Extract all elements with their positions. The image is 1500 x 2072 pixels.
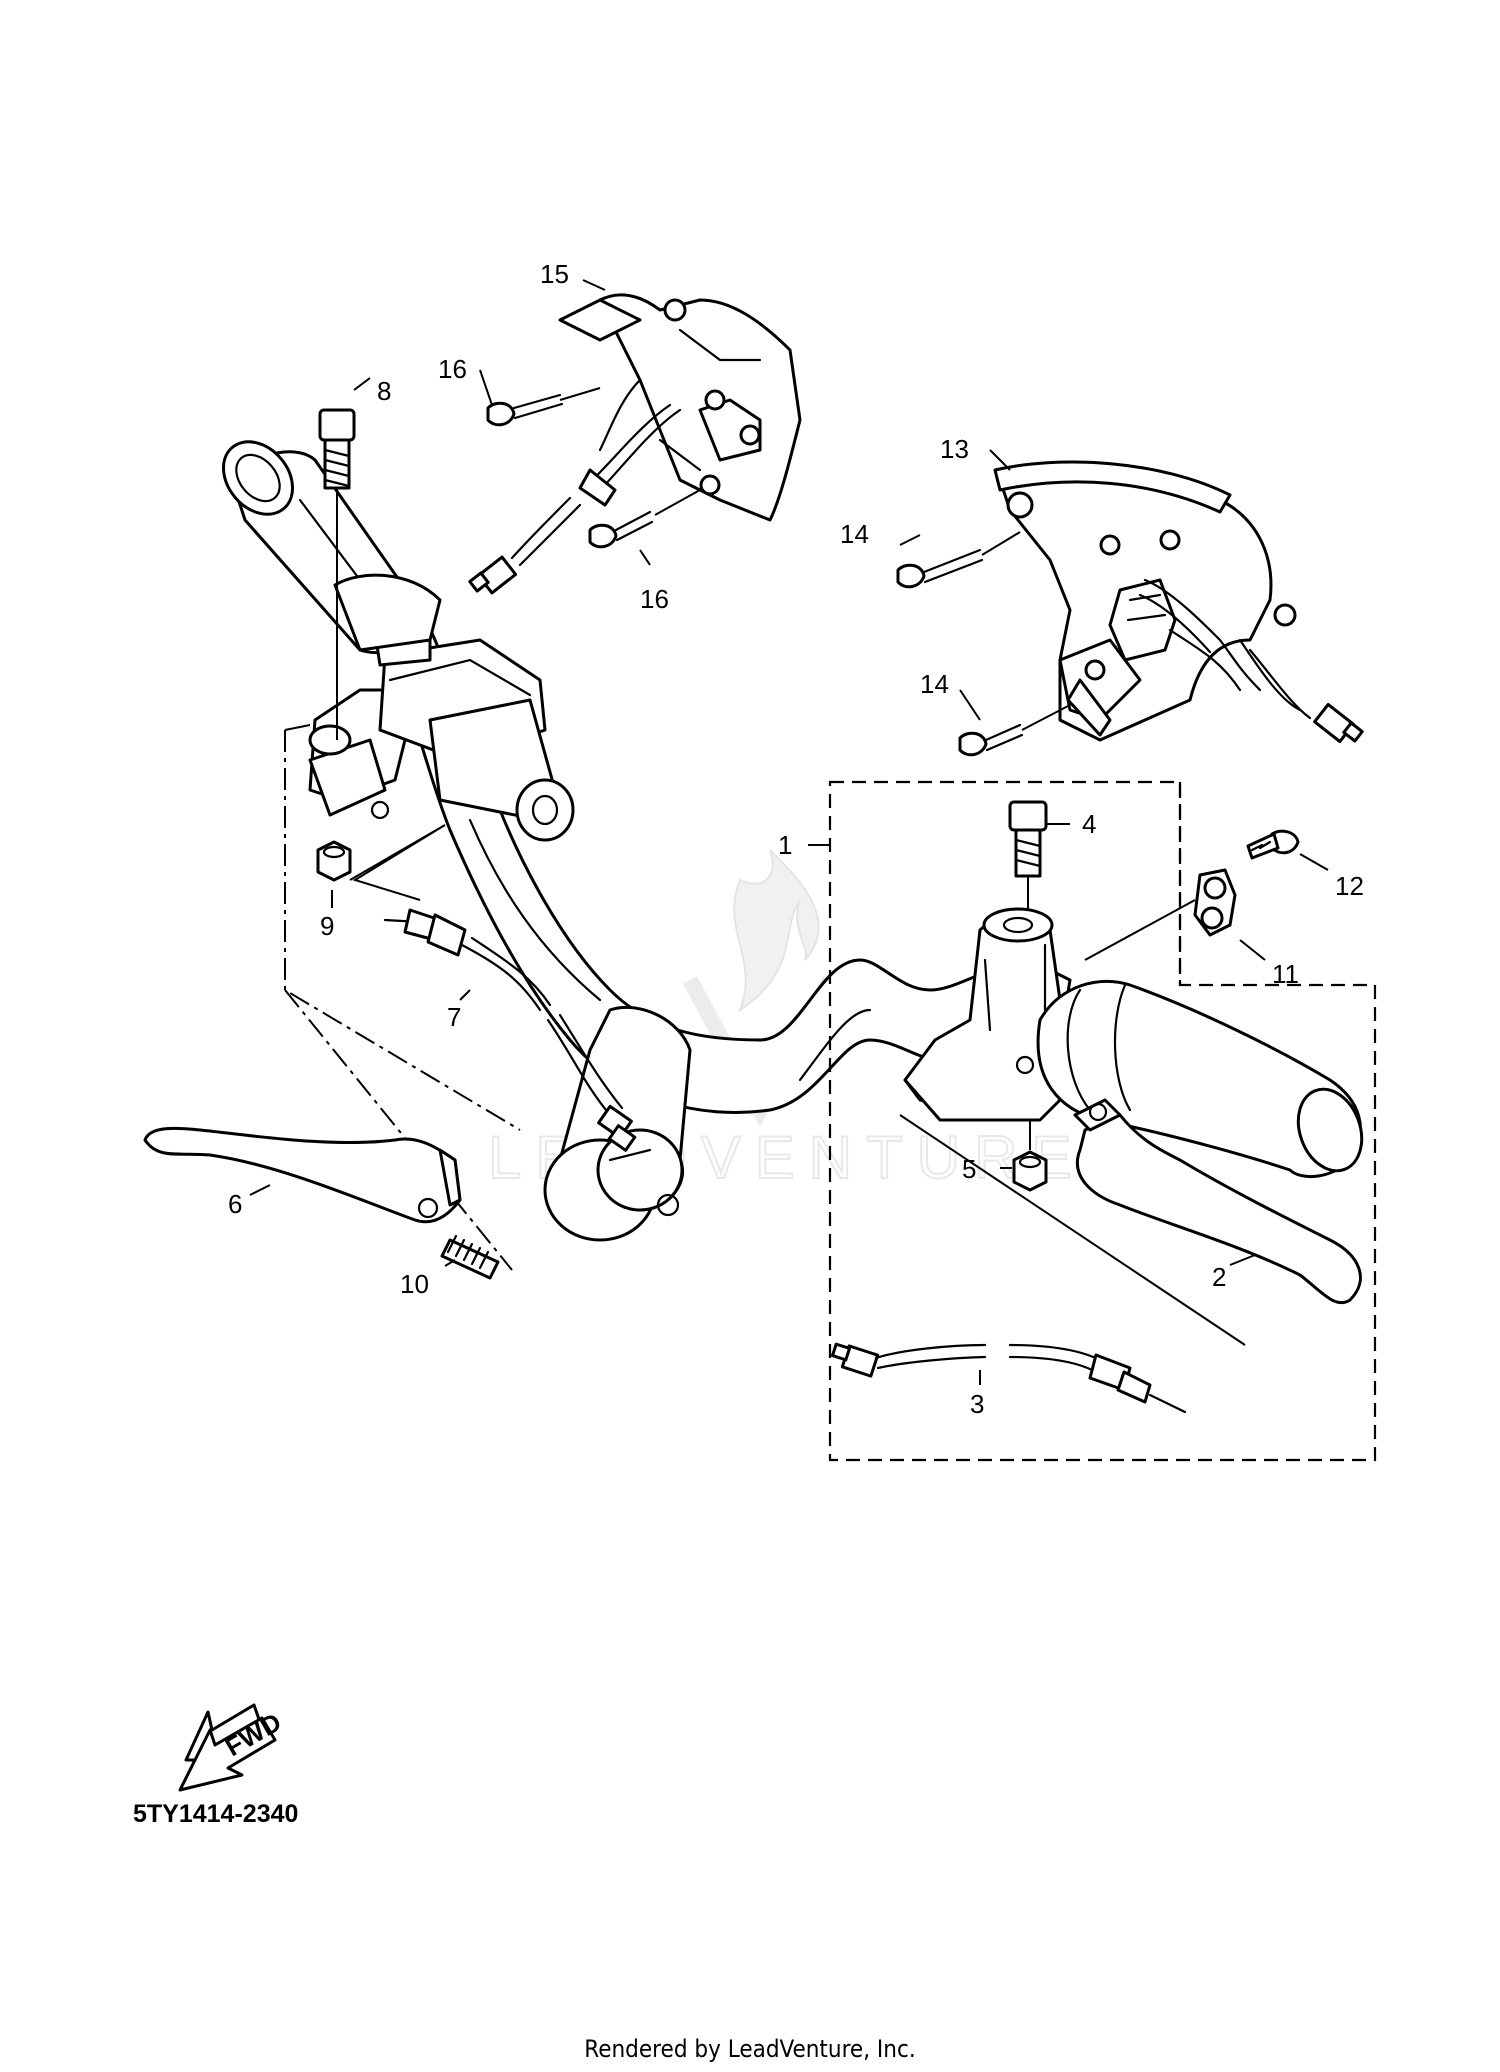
callout-2: 2 <box>1212 1262 1226 1292</box>
brake-lever-2 <box>1073 1098 1362 1305</box>
callout-7: 7 <box>447 1002 461 1032</box>
right-lever-bracket <box>903 907 1072 1122</box>
screw-14-upper <box>896 531 1021 589</box>
callout-16-lower: 16 <box>640 584 669 614</box>
right-lower-switch-wire <box>1138 578 1364 744</box>
diagram-code: 5TY1414-2340 <box>133 1800 298 1828</box>
holder-11-leaders <box>1084 782 1196 985</box>
screw-16-lower <box>588 489 701 549</box>
right-upper-switch-housing-15 <box>558 293 802 522</box>
front-brake-switch-3 <box>830 1342 1187 1414</box>
callout-8: 8 <box>377 376 391 406</box>
bolt-8 <box>318 408 356 740</box>
callout-14-lower: 14 <box>920 669 949 699</box>
master-cylinder <box>308 573 575 842</box>
nut-5 <box>1012 1120 1048 1192</box>
bolt-4 <box>1008 800 1048 1060</box>
callout-9: 9 <box>320 911 334 941</box>
spring-10 <box>440 1234 500 1280</box>
callout-13: 13 <box>940 434 969 464</box>
right-upper-switch-wire <box>468 403 682 595</box>
callout-3: 3 <box>970 1389 984 1419</box>
bolt-12 <box>1246 829 1300 860</box>
nut-9 <box>316 840 352 882</box>
callout-10: 10 <box>400 1269 429 1299</box>
fwd-arrow-icon: FWD <box>178 1703 286 1792</box>
left-assembly-guide-lines <box>284 724 521 1271</box>
screw-14-lower <box>958 704 1071 757</box>
callout-16-upper: 16 <box>438 354 467 384</box>
right-lower-switch-housing-13 <box>993 460 1297 742</box>
callout-14-upper: 14 <box>840 519 869 549</box>
brake-switch-wire-7 <box>383 908 637 1152</box>
callout-12: 12 <box>1335 871 1364 901</box>
callouts: 1 2 3 4 5 6 7 8 9 10 11 12 13 14 14 15 1… <box>228 259 1364 1419</box>
callout-6: 6 <box>228 1189 242 1219</box>
footer-credit: Rendered by LeadVenture, Inc. <box>584 2035 915 2063</box>
clutch-lever-6 <box>143 1126 462 1224</box>
callout-4: 4 <box>1082 809 1096 839</box>
screw-16-upper <box>486 387 601 427</box>
callout-15: 15 <box>540 259 569 289</box>
callout-5: 5 <box>962 1154 976 1184</box>
left-lever-bracket <box>543 1005 692 1242</box>
callout-1: 1 <box>778 830 792 860</box>
assembly-1-dashed-box <box>828 780 1377 1462</box>
right-grip <box>1036 979 1364 1179</box>
holder-11 <box>1193 868 1237 937</box>
callout-11: 11 <box>1272 959 1299 989</box>
